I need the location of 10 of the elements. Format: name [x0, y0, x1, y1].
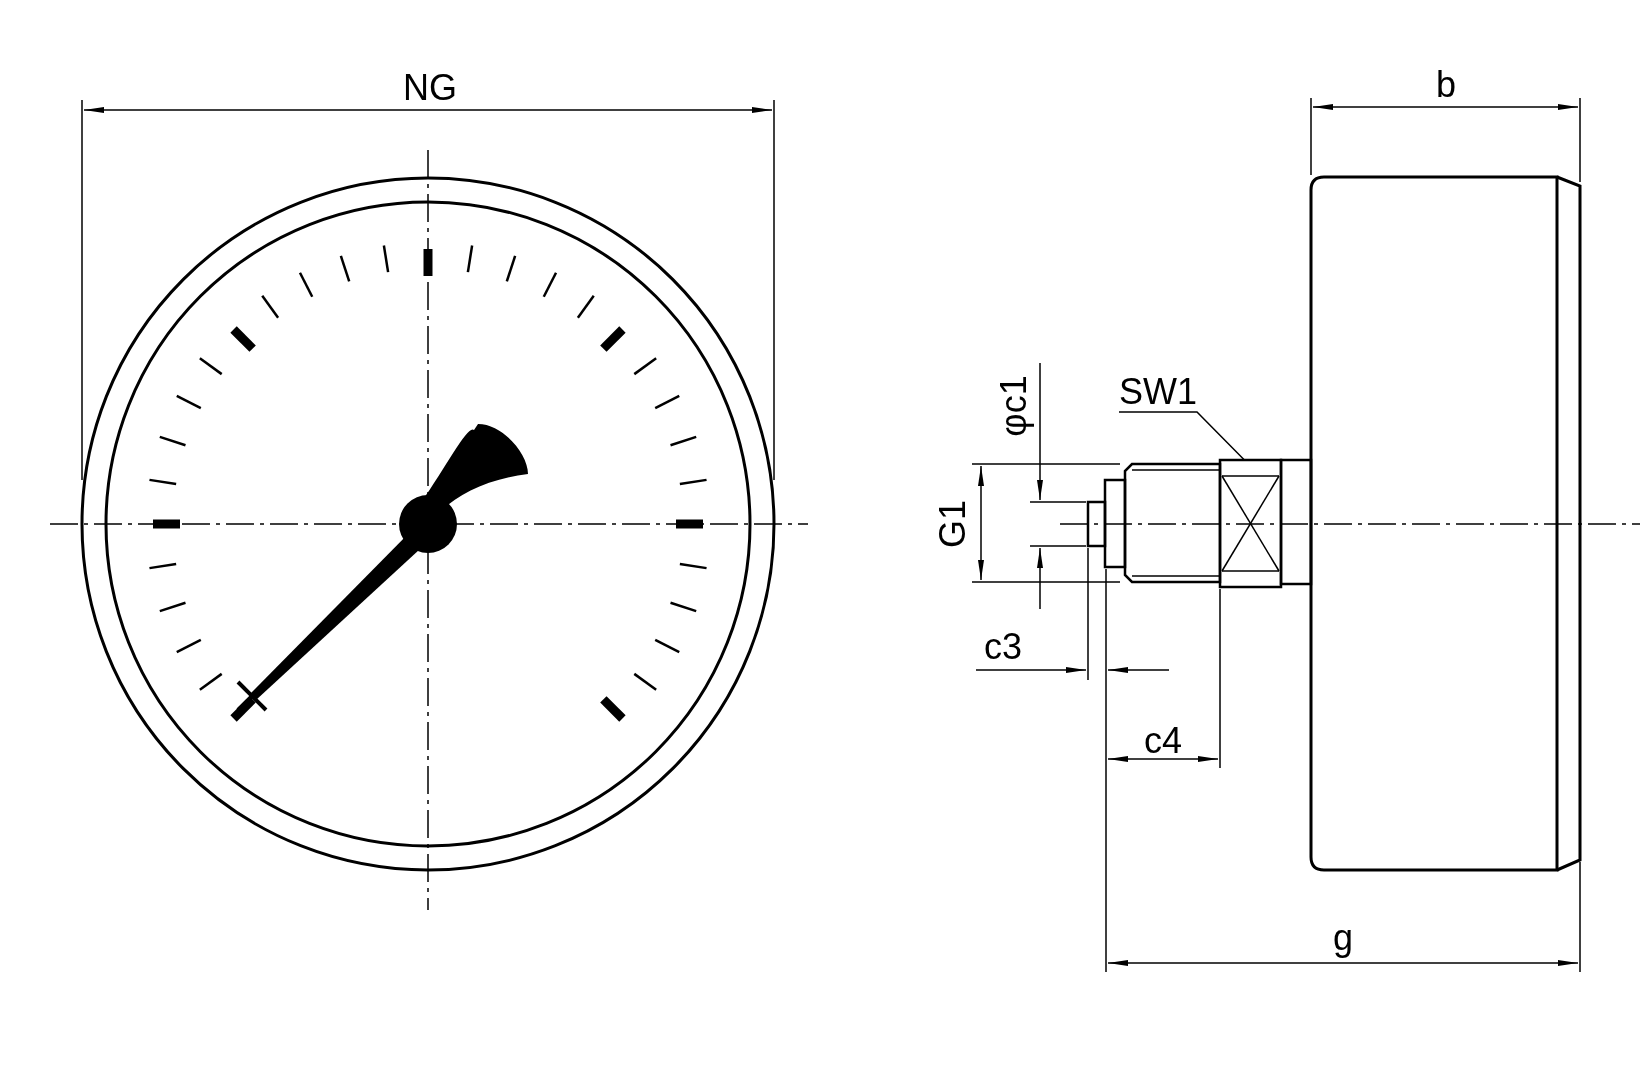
hex-nut	[1218, 458, 1283, 589]
part-label: SW1	[1119, 374, 1197, 410]
dimension-label: c3	[984, 629, 1023, 665]
dimension-label: G1	[935, 500, 971, 548]
dimension-label: NG	[403, 70, 457, 106]
dimension-label: g	[1333, 920, 1354, 956]
dimension-label: c4	[1144, 723, 1183, 759]
dimension-label: φc1	[995, 375, 1032, 437]
leader-line	[1118, 411, 1246, 461]
dimension-label: b	[1436, 67, 1457, 103]
